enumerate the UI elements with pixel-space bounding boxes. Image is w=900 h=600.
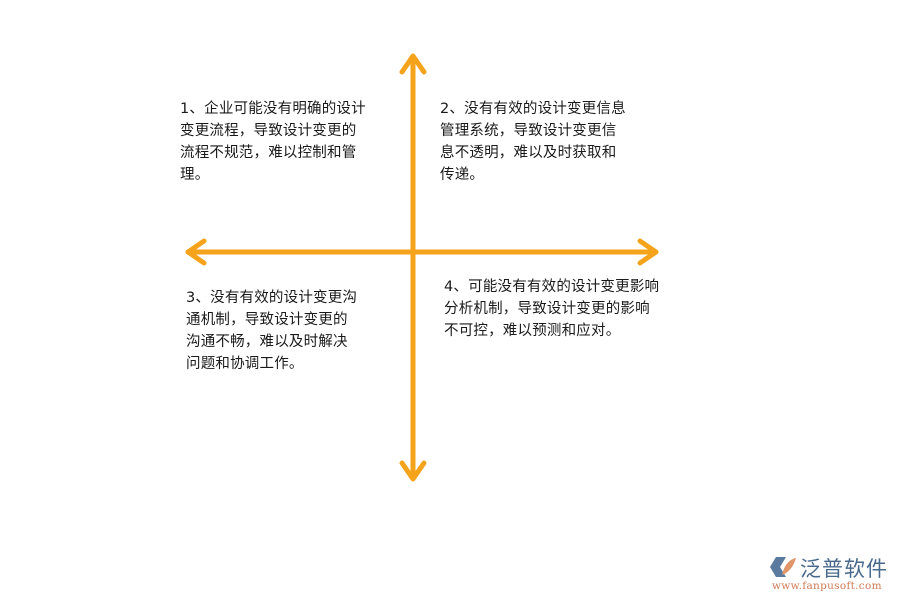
down-arrowhead-icon xyxy=(399,460,427,482)
quadrant-4-text: 4、可能没有有效的设计变更影响 分析机制，导致设计变更的影响 不可控，难以预测和… xyxy=(444,279,660,339)
right-arrowhead-icon xyxy=(637,238,659,266)
logo-url: www.fanpusoft.com xyxy=(772,580,882,592)
left-arrowhead-icon xyxy=(185,238,207,266)
up-arrowhead-icon xyxy=(399,53,427,75)
quadrant-1-text: 1、企业可能没有明确的设计 变更流程，导致设计变更的 流程不规范，难以控制和管 … xyxy=(180,101,366,183)
logo-brand-name: 泛普软件 xyxy=(800,557,888,581)
fanpu-logo-icon xyxy=(770,557,796,577)
fanpu-logo: 泛普软件 www.fanpusoft.com xyxy=(768,553,898,597)
quadrant-2-text: 2、没有有效的设计变更信息 管理系统，导致设计变更信 息不透明，难以及时获取和 … xyxy=(440,101,626,183)
quadrant-3-text: 3、没有有效的设计变更沟 通机制，导致设计变更的 沟通不畅，难以及时解决 问题和… xyxy=(186,290,358,372)
